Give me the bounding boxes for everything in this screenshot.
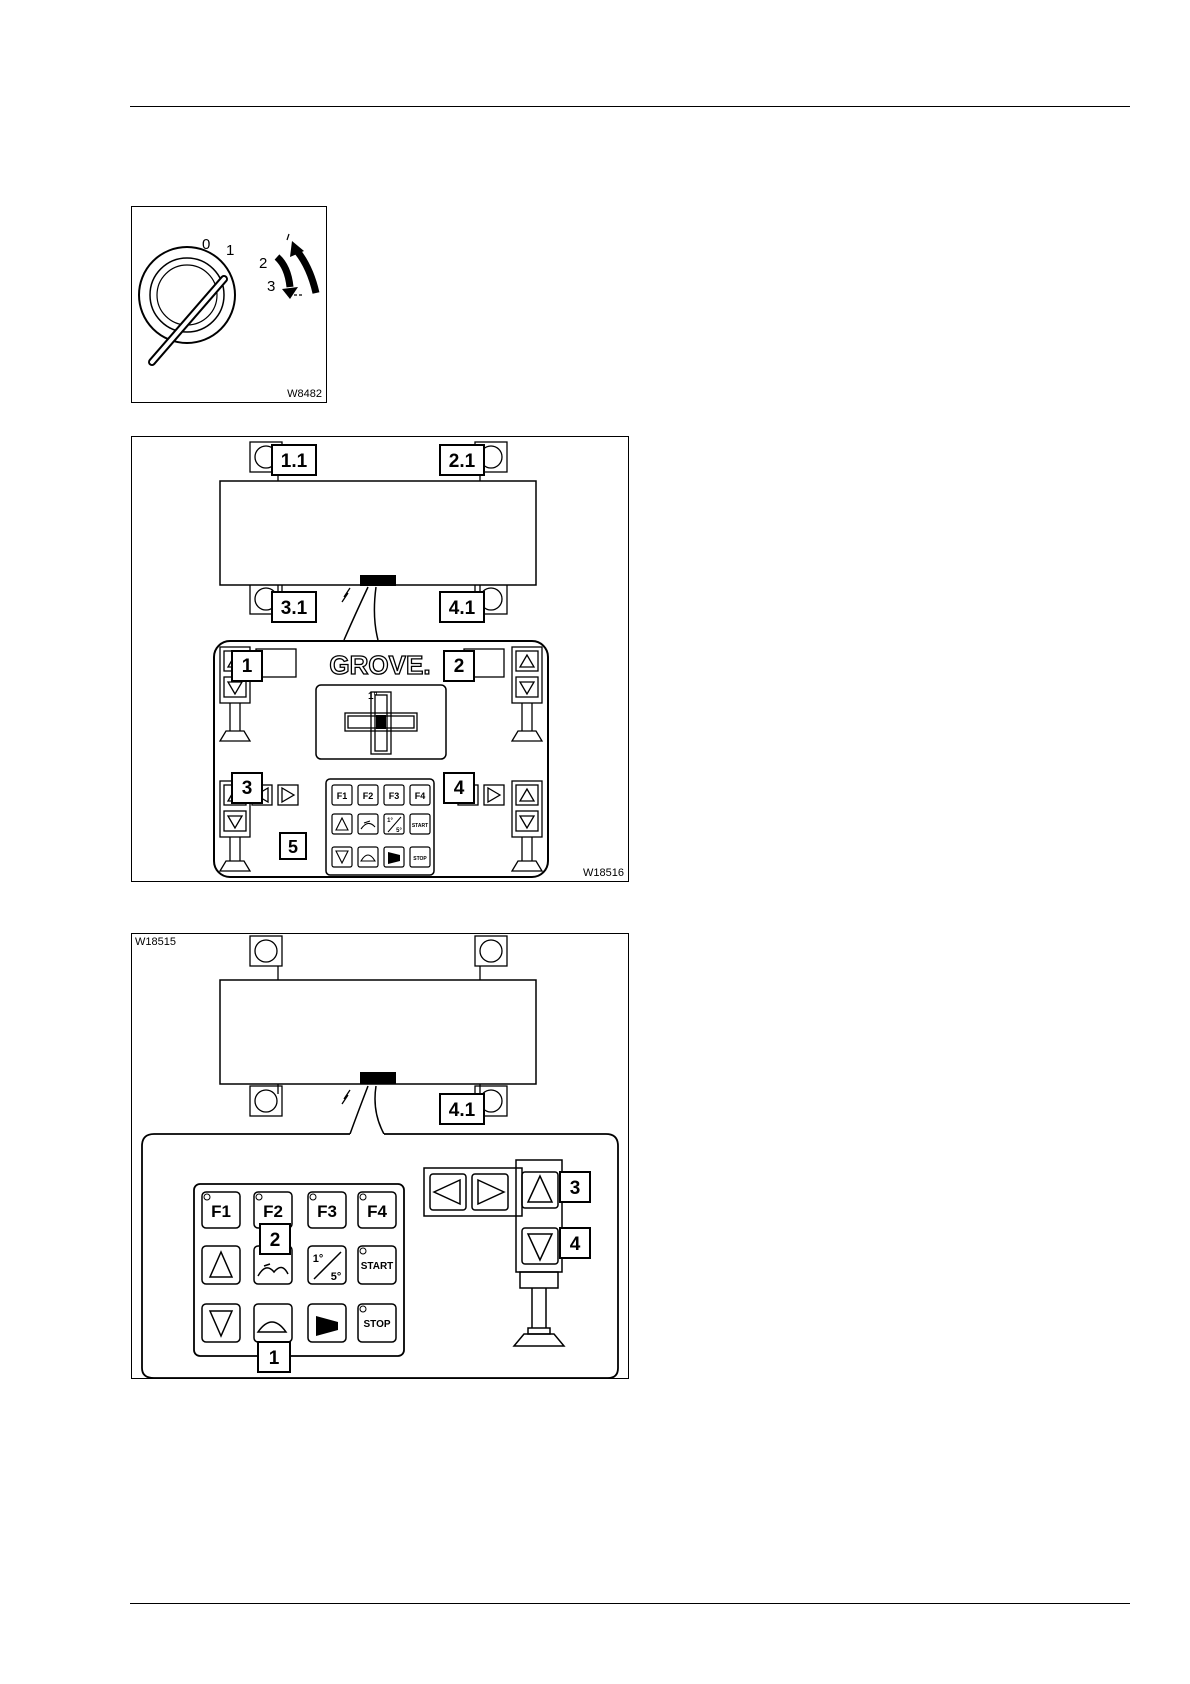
carrier-body bbox=[220, 980, 536, 1084]
figure-id: W18515 bbox=[135, 936, 176, 948]
svg-text:F2: F2 bbox=[263, 1202, 283, 1221]
callout-4: 4 bbox=[560, 1228, 590, 1258]
svg-text:F4: F4 bbox=[367, 1202, 387, 1221]
svg-text:4: 4 bbox=[454, 778, 465, 799]
switch-pos-2: 2 bbox=[259, 255, 267, 272]
svg-text:F1: F1 bbox=[337, 791, 348, 801]
svg-text:1°: 1° bbox=[313, 1253, 324, 1265]
svg-text:3.1: 3.1 bbox=[281, 598, 308, 619]
callout-3: 3 bbox=[560, 1172, 590, 1202]
control-socket bbox=[360, 575, 396, 586]
key-switch-drawing: 0 1 2 3 bbox=[132, 207, 328, 404]
figure-outrigger-overview: 1.1 2.1 3.1 4.1 GROVE. 1° bbox=[131, 436, 629, 882]
svg-text:3: 3 bbox=[570, 1178, 581, 1199]
key-tortoise bbox=[254, 1304, 292, 1342]
svg-text:3: 3 bbox=[242, 778, 253, 799]
key-tortoise bbox=[358, 847, 378, 867]
svg-text:1: 1 bbox=[242, 656, 253, 677]
carrier-body bbox=[220, 481, 536, 585]
callout-2: 2 bbox=[260, 1224, 290, 1254]
svg-text:F2: F2 bbox=[363, 791, 374, 801]
figure-key-switch: 0 1 2 3 W8482 bbox=[131, 206, 327, 403]
callout-2: 2 bbox=[444, 651, 474, 681]
keypad-detail-drawing: 4.1 F1 F2 F3 F4 START bbox=[132, 934, 630, 1380]
svg-text:2: 2 bbox=[454, 656, 465, 677]
rotate-arrows-icon bbox=[277, 234, 316, 299]
svg-text:1.1: 1.1 bbox=[281, 451, 308, 472]
key-cylinder-icon bbox=[139, 247, 235, 362]
callout-4-1: 4.1 bbox=[440, 1094, 484, 1124]
svg-text:4.1: 4.1 bbox=[449, 1100, 476, 1121]
callout-3-1: 3.1 bbox=[272, 592, 316, 622]
control-socket bbox=[360, 1072, 396, 1084]
level-mark: 1° bbox=[368, 691, 378, 702]
svg-text:1: 1 bbox=[269, 1348, 280, 1369]
svg-text:F1: F1 bbox=[211, 1202, 231, 1221]
callout-1: 1 bbox=[232, 651, 262, 681]
svg-text:F3: F3 bbox=[389, 791, 400, 801]
callout-5: 5 bbox=[280, 833, 306, 859]
callout-1-1: 1.1 bbox=[272, 445, 316, 475]
figure-id: W18516 bbox=[583, 867, 624, 879]
svg-text:F3: F3 bbox=[317, 1202, 337, 1221]
callout-4-1: 4.1 bbox=[440, 592, 484, 622]
svg-text:2: 2 bbox=[270, 1230, 281, 1251]
footer-rule bbox=[130, 1603, 1130, 1604]
callout-3: 3 bbox=[232, 773, 262, 803]
switch-pos-3: 3 bbox=[267, 278, 275, 295]
svg-text:4: 4 bbox=[570, 1234, 581, 1255]
svg-text:5: 5 bbox=[288, 837, 298, 857]
figure-keypad-detail: 4.1 F1 F2 F3 F4 START bbox=[131, 933, 629, 1379]
svg-text:4.1: 4.1 bbox=[449, 598, 476, 619]
svg-text:START: START bbox=[361, 1261, 394, 1272]
figure-id: W8482 bbox=[287, 388, 322, 400]
callout-4: 4 bbox=[444, 773, 474, 803]
brand-logo: GROVE. bbox=[329, 650, 430, 680]
outrigger-overview-drawing: 1.1 2.1 3.1 4.1 GROVE. 1° bbox=[132, 437, 630, 883]
header-rule bbox=[130, 106, 1130, 107]
svg-text:5°: 5° bbox=[331, 1271, 342, 1283]
svg-text:2.1: 2.1 bbox=[449, 451, 476, 472]
svg-text:STOP: STOP bbox=[413, 856, 427, 862]
callout-2-1: 2.1 bbox=[440, 445, 484, 475]
svg-text:1°: 1° bbox=[387, 818, 393, 824]
svg-text:STOP: STOP bbox=[363, 1319, 390, 1330]
svg-text:START: START bbox=[412, 823, 428, 829]
svg-text:5°: 5° bbox=[396, 828, 402, 834]
callout-1: 1 bbox=[258, 1342, 290, 1372]
svg-text:F4: F4 bbox=[415, 791, 426, 801]
switch-pos-1: 1 bbox=[226, 242, 234, 259]
